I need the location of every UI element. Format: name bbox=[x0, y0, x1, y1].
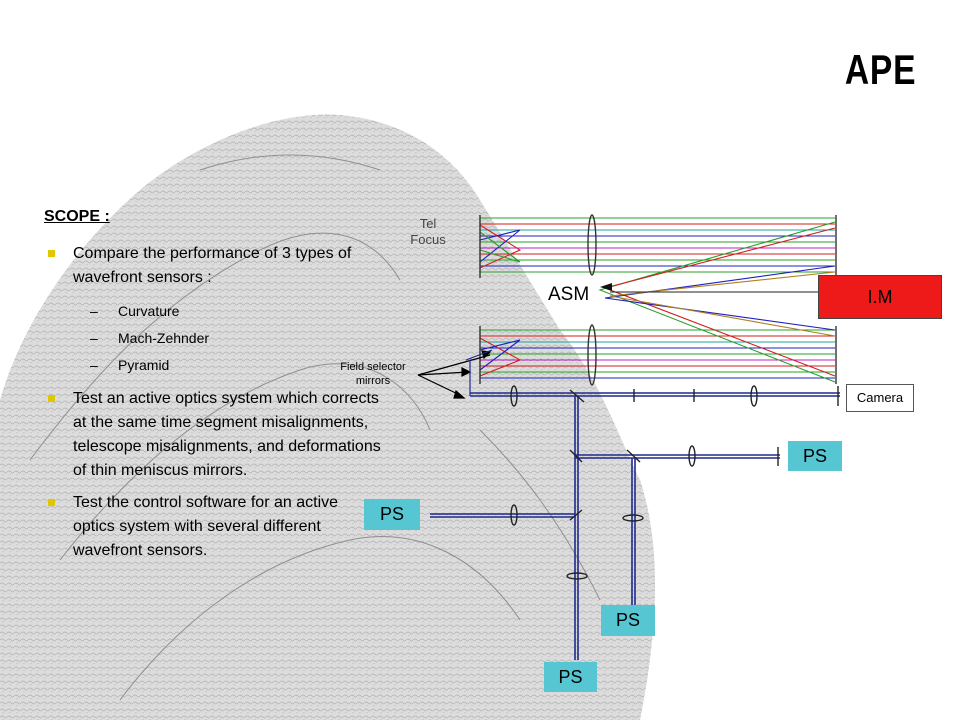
dash-bullet-icon: – bbox=[90, 330, 98, 346]
sub-bullet-item: – Mach-Zehnder bbox=[44, 325, 384, 352]
bullet-text: Compare the performance of 3 types of wa… bbox=[73, 245, 352, 286]
beam-optics bbox=[510, 385, 839, 580]
scope-text-block: SCOPE : Compare the performance of 3 typ… bbox=[44, 208, 384, 571]
ps-box-bottom: PS bbox=[544, 662, 597, 692]
square-bullet-icon bbox=[48, 250, 55, 257]
lens-elements bbox=[479, 214, 837, 386]
bullet-item: Compare the performance of 3 types of wa… bbox=[44, 242, 384, 290]
upper-ray-bundle bbox=[479, 217, 835, 273]
tel-focus-label: Tel Focus bbox=[410, 216, 446, 247]
field-selector-arrows bbox=[417, 349, 493, 399]
sub-bullet-text: Pyramid bbox=[118, 357, 170, 373]
slide-title: APE bbox=[844, 46, 916, 93]
ps-box-right: PS bbox=[788, 441, 842, 471]
ps-box-middle: PS bbox=[601, 605, 655, 636]
square-bullet-icon bbox=[48, 395, 55, 402]
dash-bullet-icon: – bbox=[90, 303, 98, 319]
im-box: I.M bbox=[818, 275, 942, 319]
sub-bullet-item: – Pyramid bbox=[44, 352, 384, 379]
bullet-text: Test the control software for an active … bbox=[73, 494, 339, 559]
sub-bullet-list: – Curvature – Mach-Zehnder – Pyramid bbox=[44, 298, 384, 379]
dash-bullet-icon: – bbox=[90, 357, 98, 373]
ps-box-left: PS bbox=[364, 499, 420, 530]
sub-bullet-item: – Curvature bbox=[44, 298, 384, 325]
lower-ray-bundle bbox=[479, 329, 835, 379]
camera-box: Camera bbox=[846, 384, 914, 412]
sub-bullet-text: Curvature bbox=[118, 303, 180, 319]
square-bullet-icon bbox=[48, 499, 55, 506]
sub-bullet-text: Mach-Zehnder bbox=[118, 330, 210, 346]
asm-label: ASM bbox=[548, 284, 590, 305]
zigzag-rays bbox=[598, 221, 836, 383]
bullet-item: Test an active optics system which corre… bbox=[44, 387, 384, 483]
instrument-beam-paths bbox=[430, 392, 840, 660]
field-selector-mirrors-label: Field selector mirrors bbox=[340, 361, 406, 387]
bullet-item: Test the control software for an active … bbox=[44, 491, 384, 563]
bullet-text: Test an active optics system which corre… bbox=[73, 390, 381, 479]
scope-heading: SCOPE : bbox=[44, 208, 110, 225]
